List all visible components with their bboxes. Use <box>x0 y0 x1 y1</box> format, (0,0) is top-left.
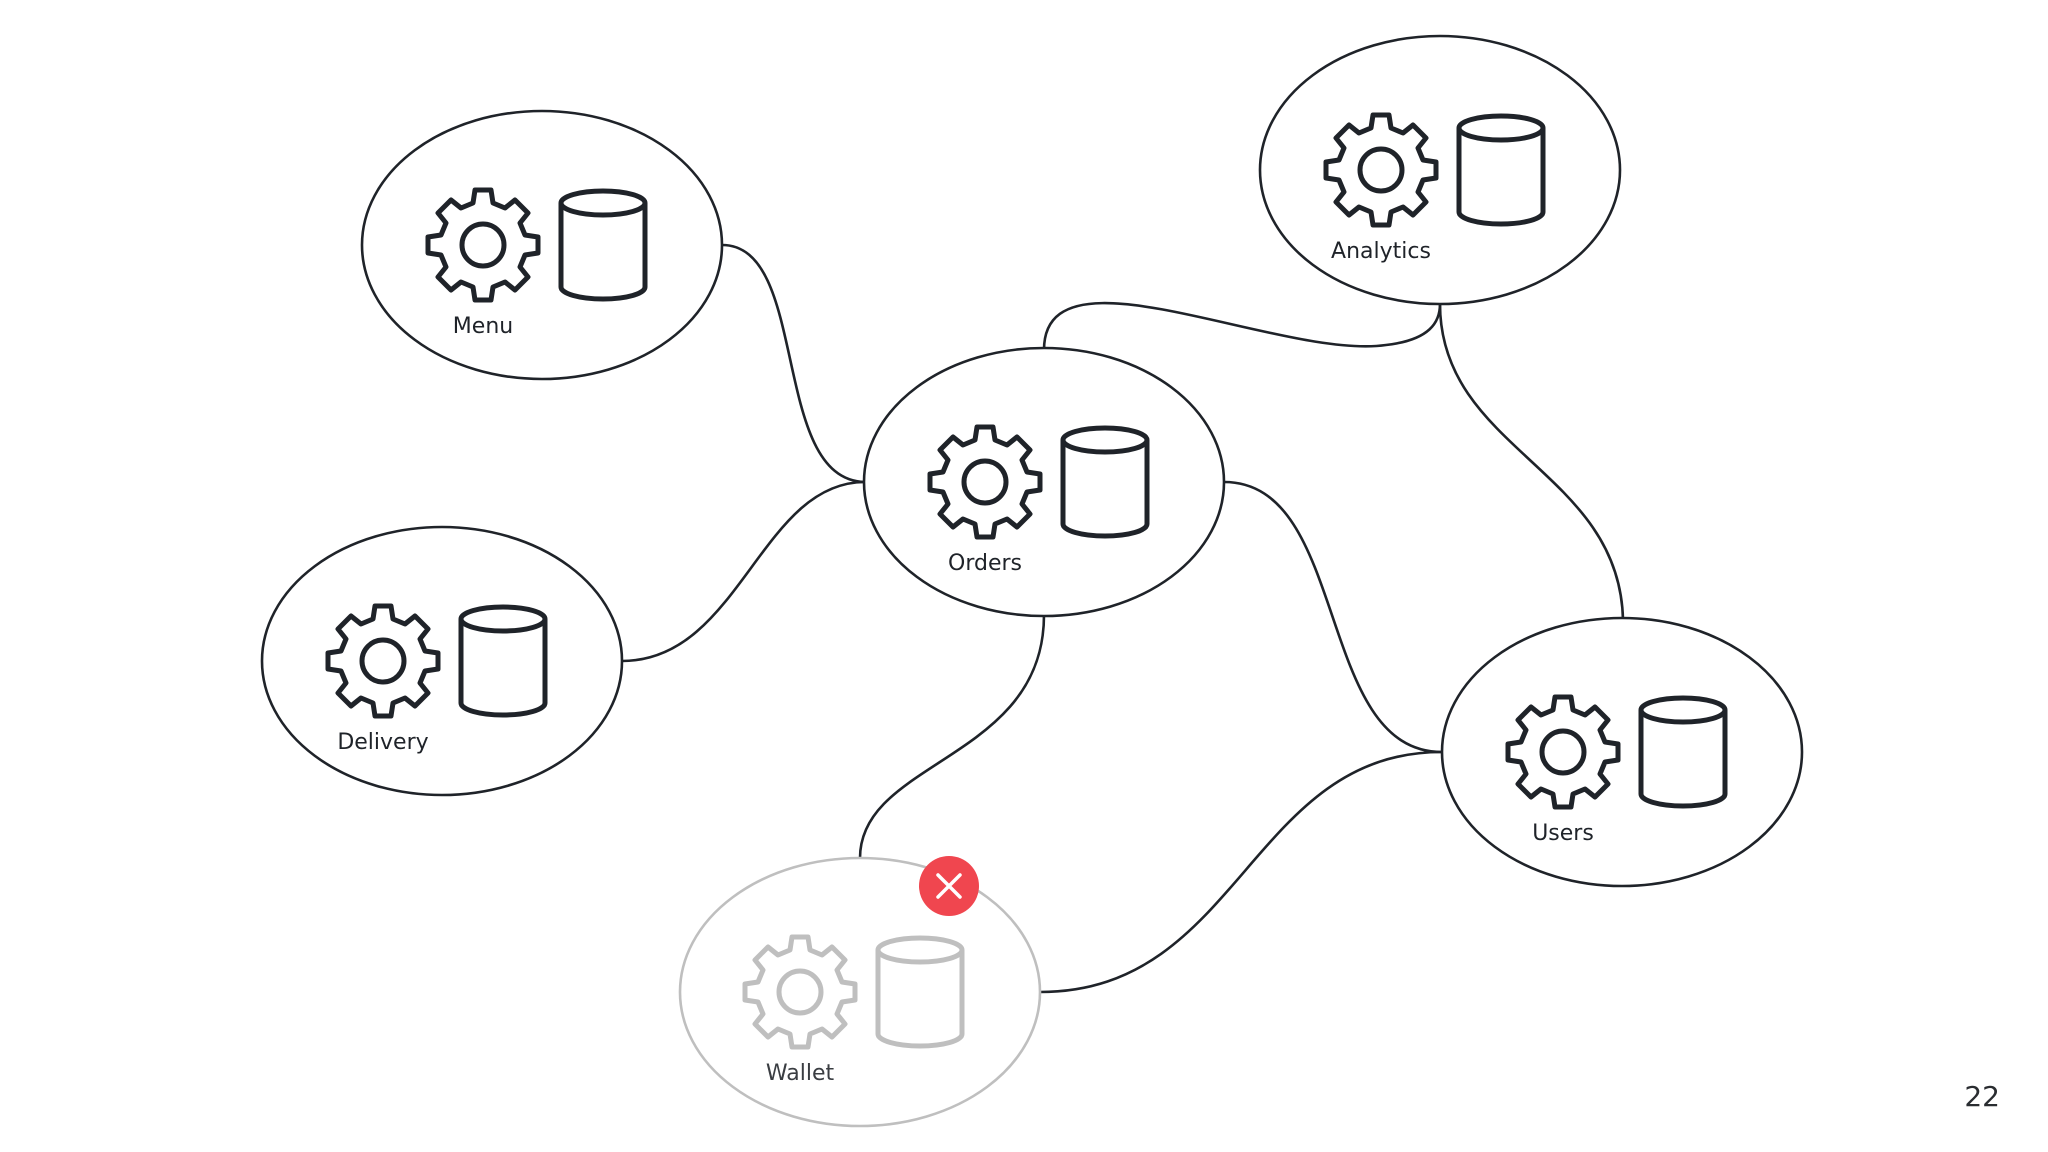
service-label: Users <box>1532 821 1594 846</box>
connection-wallet-users <box>1039 750 1443 994</box>
service-label: Menu <box>453 314 513 339</box>
service-label: Wallet <box>766 1061 835 1086</box>
service-menu[interactable]: Menu <box>360 109 724 381</box>
connection-delivery-orders <box>621 480 866 663</box>
service-orders[interactable]: Orders <box>862 346 1226 618</box>
service-label: Delivery <box>337 730 428 755</box>
connections <box>621 243 1625 994</box>
connection-orders-analytics <box>1042 301 1442 351</box>
connection-orders-wallet <box>858 614 1046 859</box>
service-boundary <box>260 525 624 797</box>
close-icon <box>936 873 962 899</box>
service-delivery[interactable]: Delivery <box>260 525 624 797</box>
service-wallet[interactable]: Wallet <box>678 856 1042 1128</box>
service-analytics[interactable]: Analytics <box>1258 34 1622 306</box>
connection-orders-users <box>1223 480 1443 754</box>
service-boundary <box>862 346 1226 618</box>
error-badge <box>919 856 979 916</box>
service-boundary <box>1440 616 1804 888</box>
service-boundary <box>678 856 1042 1128</box>
connection-menu-orders <box>721 243 866 484</box>
connection-analytics-users <box>1438 303 1625 621</box>
page-number: 22 <box>1964 1080 2000 1113</box>
service-label: Orders <box>948 551 1022 576</box>
service-label: Analytics <box>1331 239 1431 264</box>
service-users[interactable]: Users <box>1440 616 1804 888</box>
service-boundary <box>360 109 724 381</box>
service-boundary <box>1258 34 1622 306</box>
